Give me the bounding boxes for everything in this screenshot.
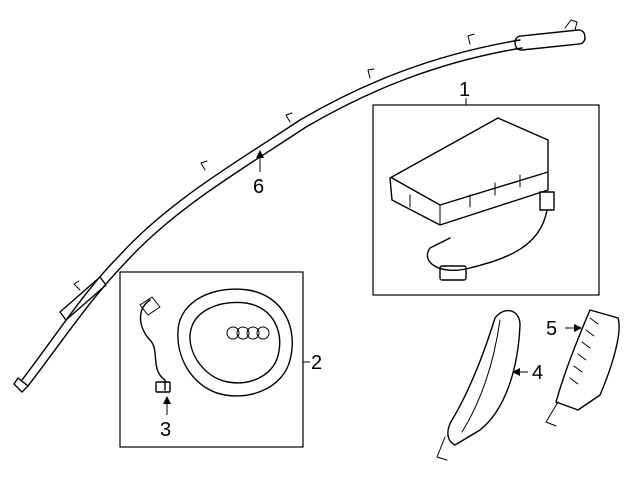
- steering-airbag-box: [119, 271, 304, 448]
- callout-6: 6: [253, 150, 264, 198]
- seat-side-airbag-module: [545, 309, 620, 427]
- callout-number-6: 6: [253, 176, 264, 198]
- airbag-connector: [155, 381, 171, 393]
- callout-2: 2: [303, 352, 322, 374]
- callout-4: 4: [512, 362, 543, 384]
- callout-number-1: 1: [459, 79, 470, 101]
- curtain-airbag: [13, 19, 586, 393]
- callout-number-2: 2: [311, 352, 322, 374]
- seat-side-airbag-cover: [436, 309, 521, 461]
- callout-number-5: 5: [546, 318, 557, 340]
- callout-1: 1: [459, 79, 470, 105]
- callout-5: 5: [546, 318, 582, 340]
- callout-3: 3: [160, 396, 171, 441]
- callout-number-3: 3: [160, 419, 171, 441]
- callout-number-4: 4: [532, 362, 543, 384]
- passenger-airbag-module: [389, 117, 555, 281]
- steering-wheel-airbag-module: [139, 288, 293, 397]
- passenger-airbag-box: [372, 104, 600, 296]
